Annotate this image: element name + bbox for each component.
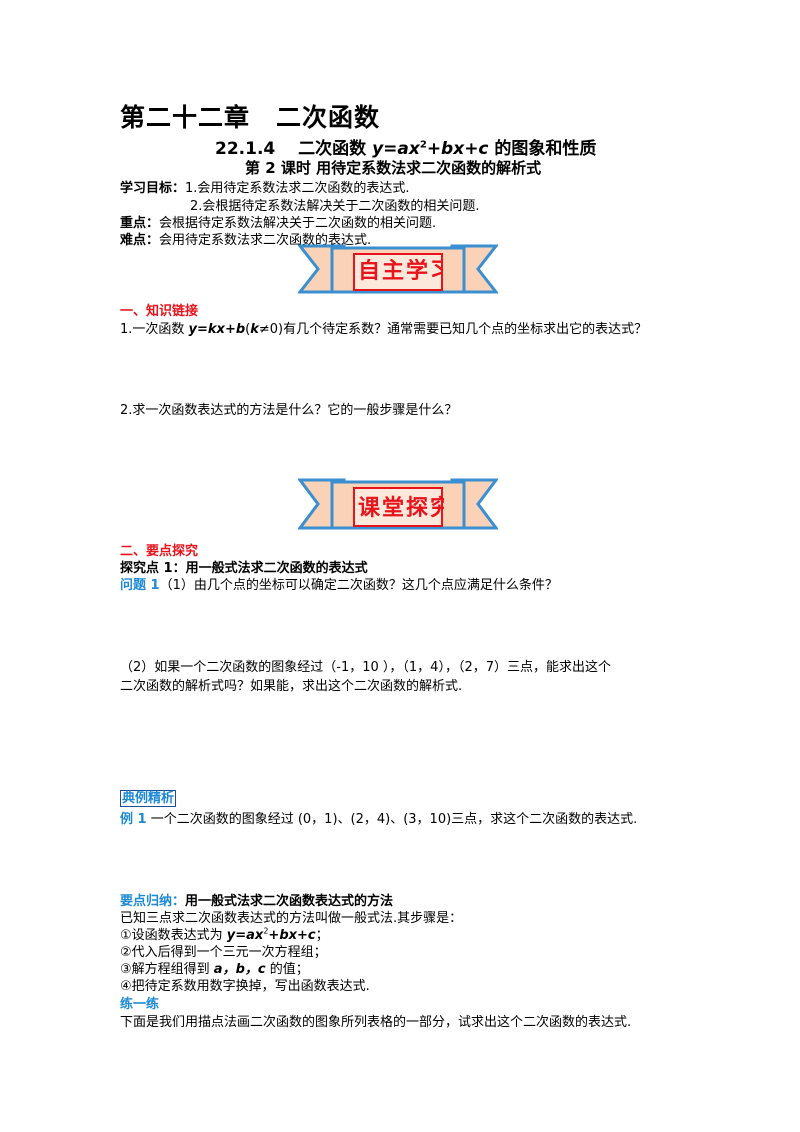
step1-formula-b: +bx+c xyxy=(268,928,316,943)
lesson-title: 第 2 课时 用待定系数法求二次函数的解析式 xyxy=(245,159,542,177)
explore-point-1: 探究点 1：用一般式法求二次函数的表达式 xyxy=(120,561,368,576)
ribbon-banner-class-explore: 课堂探究 xyxy=(298,474,498,534)
key-point-line: 重点：会根据待定系数法解决关于二次函数的相关问题. xyxy=(120,212,436,231)
part1-heading: 一、知识链接 xyxy=(120,304,199,319)
ribbon-text-class-explore: 课堂探究 xyxy=(358,496,444,521)
part2-heading: 二、要点探究 xyxy=(120,544,199,559)
ribbon-shape-icon xyxy=(298,244,498,294)
summary-heading: 要点归纳：用一般式法求二次函数表达式的方法 xyxy=(120,890,393,909)
example-box: 典例精析 xyxy=(120,787,177,807)
ribbon-text-self-study: 自主学习 xyxy=(358,259,442,283)
example-1-label: 例 1 xyxy=(120,812,147,827)
ribbon-banner-self-study: 自主学习 xyxy=(298,242,498,298)
step1-formula-a: y=ax xyxy=(226,928,264,943)
section-prefix: 22.1.4 二次函数 xyxy=(215,139,373,159)
step3-suffix: 的值； xyxy=(265,962,309,977)
part1-question-1: 1.一次函数 y=kx+b(k≠0)有几个待定系数？通常需要已知几个点的坐标求出… xyxy=(120,318,647,337)
practice-label: 练一练 xyxy=(120,997,160,1012)
q1-neq: ≠0) xyxy=(258,322,284,337)
difficulty-text: 会用待定系数法求二次函数的表达式. xyxy=(159,233,372,248)
summary-title: 用一般式法求二次函数表达式的方法 xyxy=(185,894,394,909)
key-point-text: 会根据待定系数法解决关于二次函数的相关问题. xyxy=(159,216,437,231)
chapter-title: 第二十二章 二次函数 xyxy=(120,103,381,132)
difficulty-label: 难点： xyxy=(120,233,160,248)
objective-item-1: 1.会用待定系数法求二次函数的表达式. xyxy=(185,181,410,196)
part1-question-2: 2.求一次函数表达式的方法是什么？它的一般步骤是什么？ xyxy=(120,403,458,418)
objectives-label: 学习目标： xyxy=(120,181,186,196)
summary-step-3: ③解方程组得到 a，b，c 的值； xyxy=(120,958,309,977)
step1-sup: 2 xyxy=(263,926,269,936)
summary-step-1: ①设函数表达式为 y=ax2+bx+c； xyxy=(120,924,329,943)
practice-text: 下面是我们用描点法画二次函数的图象所列表格的一部分，试求出这个二次函数的表达式. xyxy=(120,1015,632,1030)
objectives-line-1: 学习目标：1.会用待定系数法求二次函数的表达式. xyxy=(120,177,410,196)
q1-k: k xyxy=(250,322,259,337)
q1-prefix: 1.一次函数 xyxy=(120,322,189,337)
problem-1-label: 问题 1 xyxy=(120,578,160,593)
difficulty-line: 难点：会用待定系数法求二次函数的表达式. xyxy=(120,229,371,248)
section-title: 22.1.4 二次函数 y=ax2+bx+c 的图象和性质 xyxy=(215,134,596,159)
problem-1-part1: （1）由几个点的坐标可以确定二次函数？这几个点应满足什么条件？ xyxy=(159,578,558,593)
ribbon-shape-icon xyxy=(298,478,498,530)
example-1-line: 例 1 一个二次函数的图象经过 (0，1)、(2，4)、(3，10)三点，求这个… xyxy=(120,808,637,827)
summary-step-4: ④把待定系数用数字换掉，写出函数表达式. xyxy=(120,979,370,994)
step3-vars: a，b，c xyxy=(213,962,266,977)
objective-item-2: 2.会根据待定系数法解决关于二次函数的相关问题. xyxy=(190,199,480,214)
problem-1-line: 问题 1（1）由几个点的坐标可以确定二次函数？这几个点应满足什么条件？ xyxy=(120,574,558,593)
summary-label: 要点归纳： xyxy=(120,894,186,909)
section-formula-sup: 2 xyxy=(419,139,427,151)
q1-suffix: 有几个待定系数？通常需要已知几个点的坐标求出它的表达式？ xyxy=(283,322,648,337)
key-point-label: 重点： xyxy=(120,216,160,231)
example-1-text: 一个二次函数的图象经过 (0，1)、(2，4)、(3，10)三点，求这个二次函数… xyxy=(146,812,638,827)
step1-prefix: ①设函数表达式为 xyxy=(120,928,227,943)
q1-formula: y=kx+b xyxy=(188,322,246,337)
summary-intro: 已知三点求二次函数表达式的方法叫做一般式法.其步骤是： xyxy=(120,911,463,926)
summary-step-2: ②代入后得到一个三元一次方程组； xyxy=(120,945,327,960)
section-formula-a: y=ax xyxy=(372,139,420,159)
section-suffix: 的图象和性质 xyxy=(488,139,597,159)
step1-suffix: ； xyxy=(315,928,329,943)
step3-prefix: ③解方程组得到 xyxy=(120,962,214,977)
problem-1-part2-line2: 二次函数的解析式吗？如果能，求出这个二次函数的解析式. xyxy=(120,679,463,694)
q1-paren: ( xyxy=(245,322,251,337)
example-box-label: 典例精析 xyxy=(120,790,177,807)
section-formula-b: +bx+c xyxy=(426,139,489,159)
problem-1-part2-line1: （2）如果一个二次函数的图象经过（-1，10 ），（1，4），（2，7）三点，能… xyxy=(120,660,611,675)
